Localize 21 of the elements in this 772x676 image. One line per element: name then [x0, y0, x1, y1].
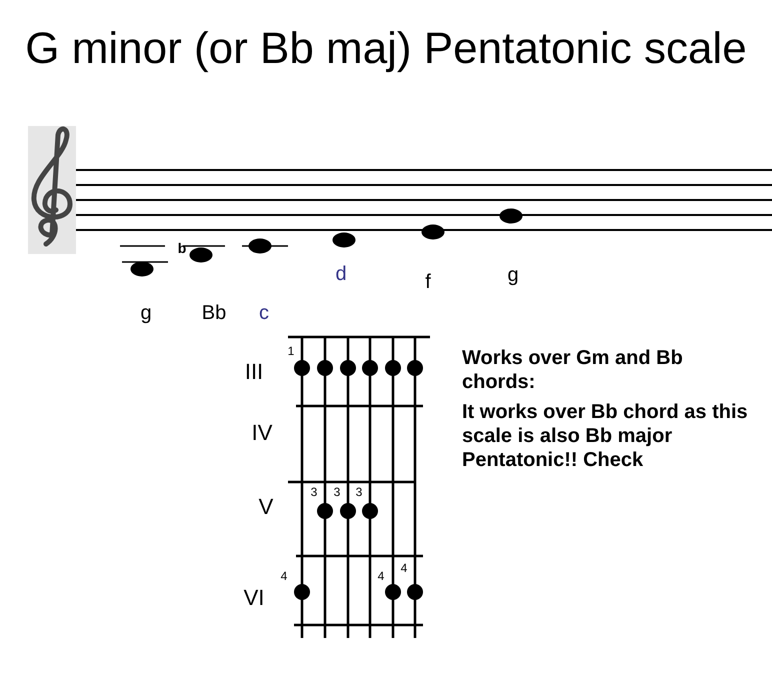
finger-number: 4	[280, 570, 288, 582]
note-name: c	[259, 303, 269, 323]
finger-number: 1	[288, 345, 294, 357]
finger-number: 4	[378, 570, 384, 582]
note-text: It works over Bb chord as this scale is also Bb major Pentatonic!! Check	[462, 400, 749, 472]
fret-number: IV	[252, 422, 272, 444]
finger-number: 3	[334, 486, 340, 498]
note-name: g	[140, 303, 152, 323]
finger-number: 3	[356, 486, 362, 498]
finger-number: 4	[400, 562, 408, 574]
fret-number: V	[258, 496, 274, 518]
title: G minor (or Bb maj) Pentatonic scale	[24, 23, 748, 75]
fret-number: VI	[244, 587, 264, 609]
note-name: f	[425, 272, 431, 292]
finger-number: 3	[310, 486, 318, 498]
fret-number: III	[244, 361, 264, 383]
note-name: g	[507, 265, 519, 285]
note-name: Bb	[202, 303, 226, 323]
note-text: Works over Gm and Bb chords:	[462, 346, 684, 394]
flat-sign: b	[178, 241, 186, 255]
note-name: d	[335, 264, 347, 284]
